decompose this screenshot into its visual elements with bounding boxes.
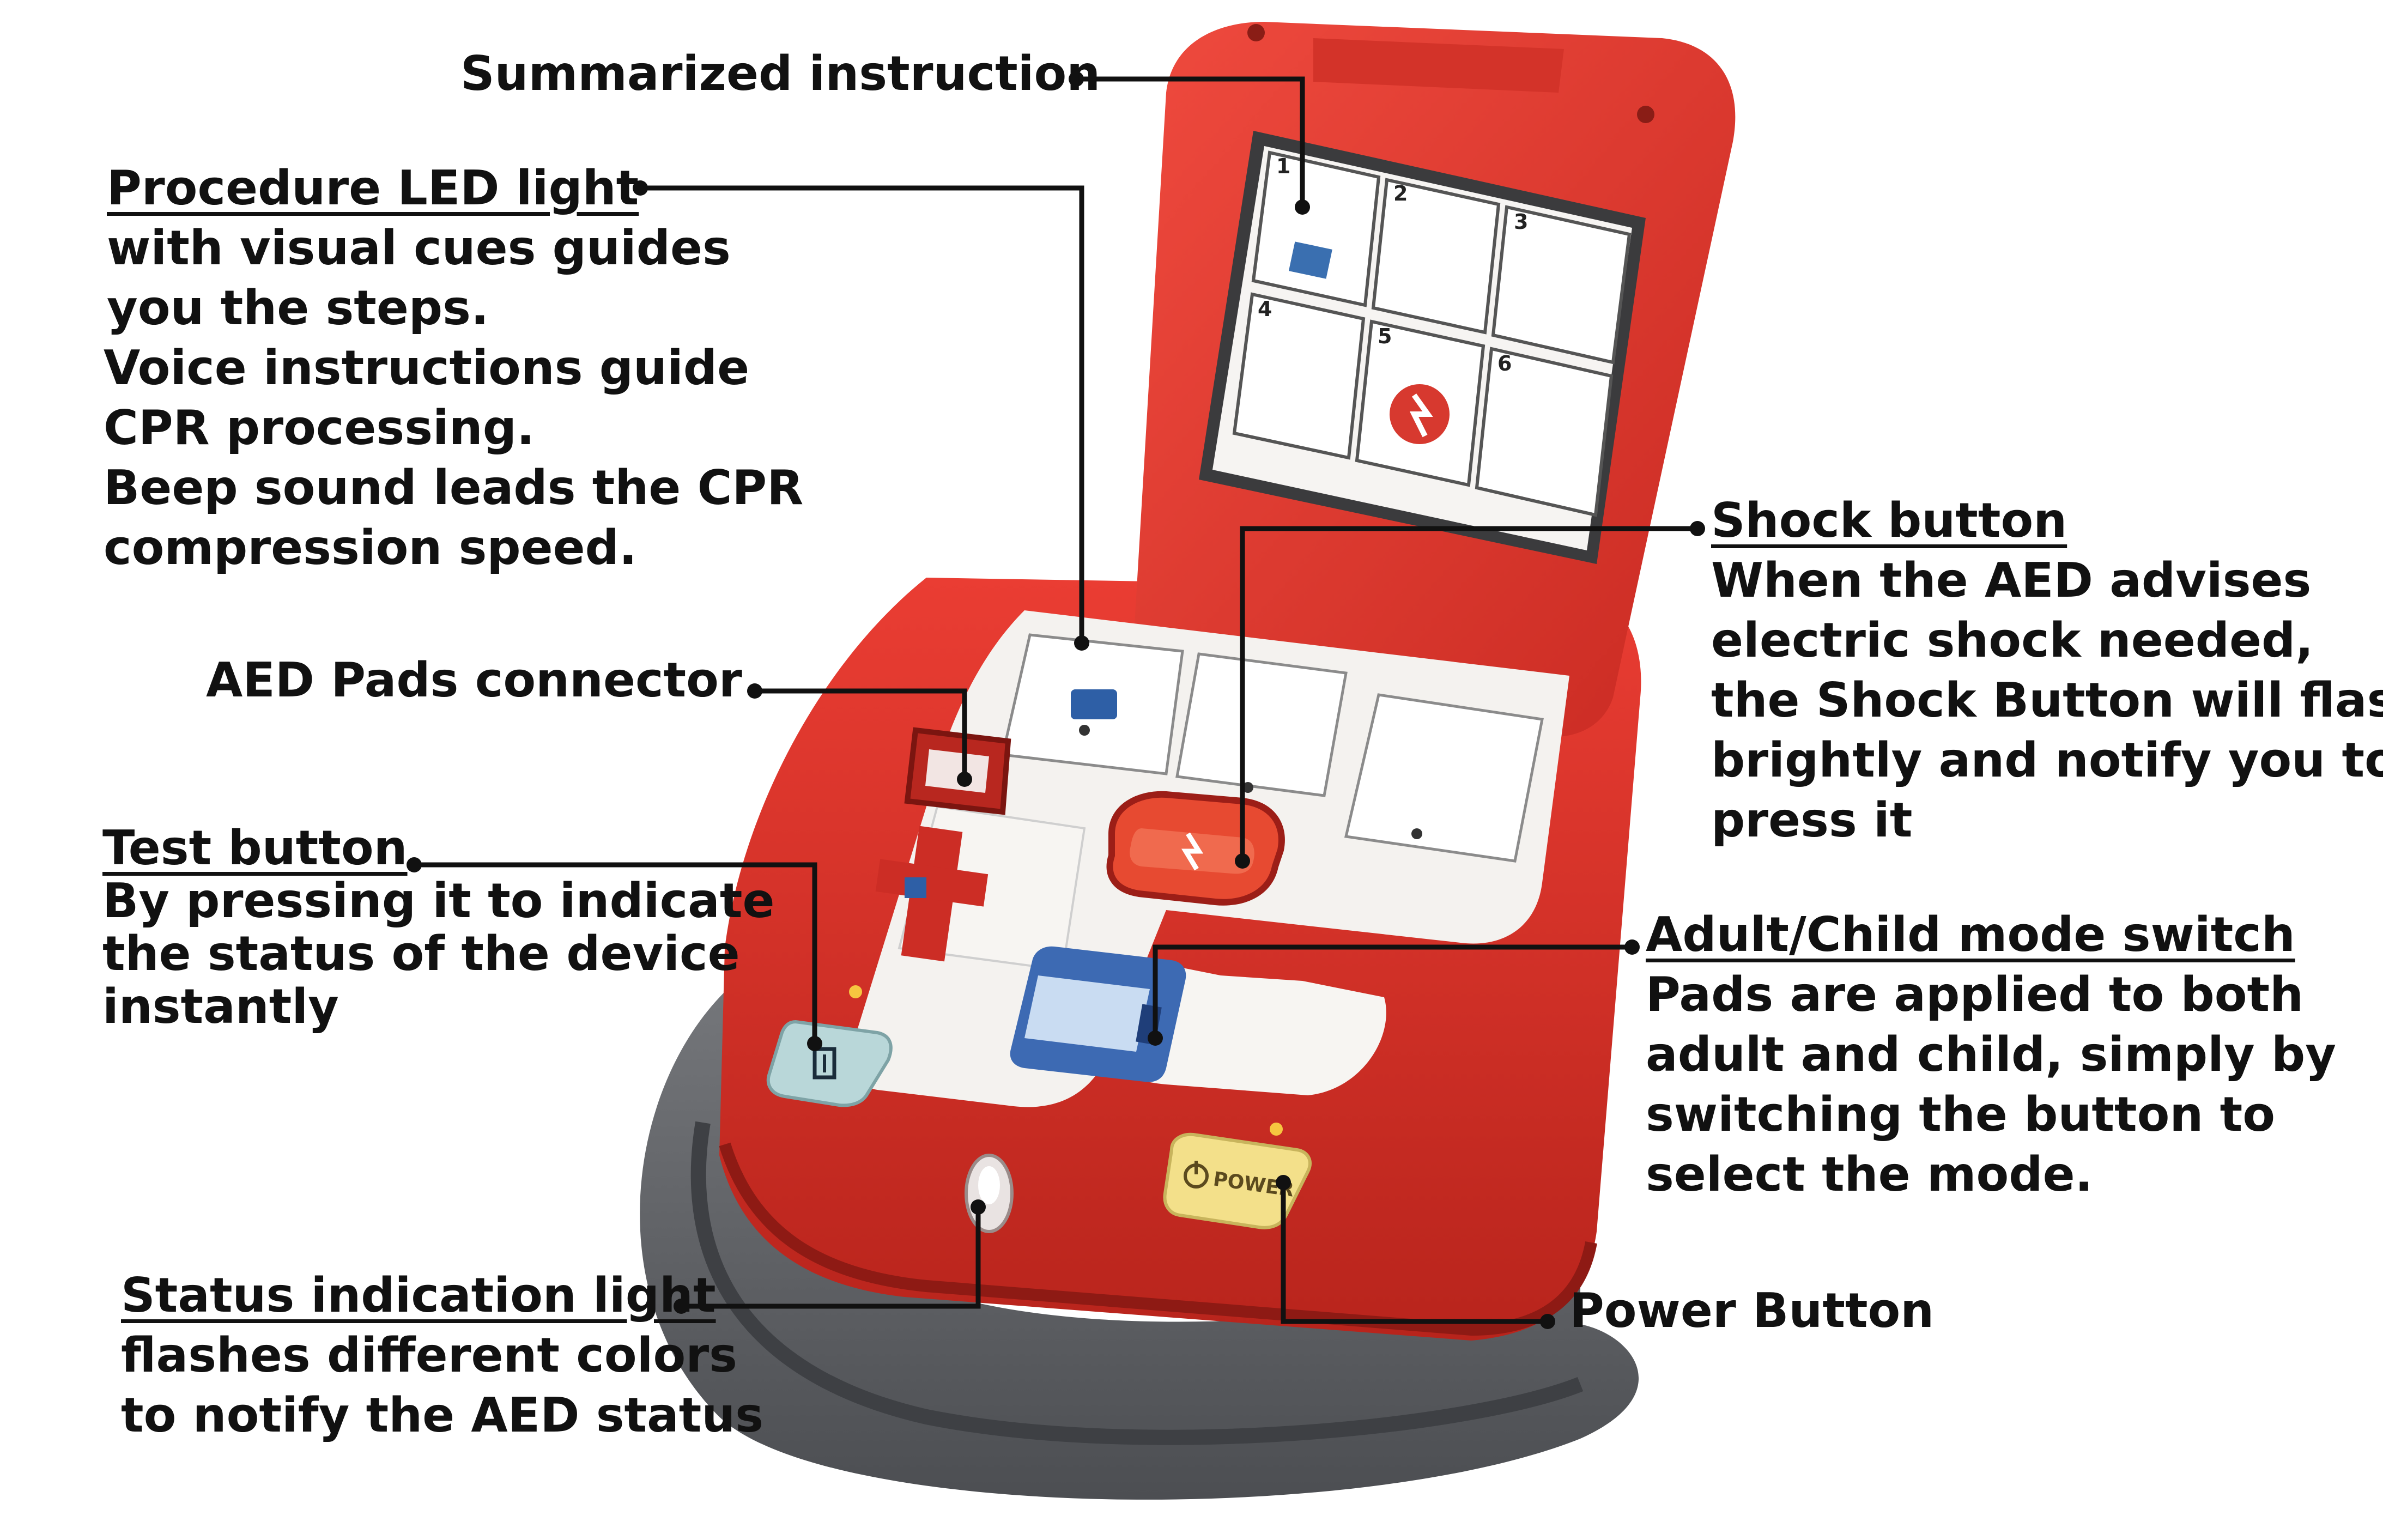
procedure-led-line-3: Voice instructions guide xyxy=(104,340,750,396)
procedure-led-line-4: CPR processing. xyxy=(104,400,535,456)
procedure-led-display xyxy=(1071,689,1117,719)
test-button-line-1: By pressing it to indicate xyxy=(102,873,775,929)
step-number-5: 5 xyxy=(1378,324,1392,348)
shock-button-line-5: press it xyxy=(1711,792,1913,848)
mode-switch-line-2: adult and child, simply by xyxy=(1646,1027,2336,1082)
step-panel-4 xyxy=(1232,292,1366,460)
shock-button-line-4: brightly and notify you to xyxy=(1711,732,2383,788)
procedure-led-line-1: with visual cues guides xyxy=(107,220,731,276)
callout-mode-switch: Adult/Child mode switch Pads are applied… xyxy=(1646,905,2336,1204)
step-number-3: 3 xyxy=(1514,210,1528,234)
status-light-line-1: flashes different colors xyxy=(121,1327,737,1383)
mode-switch-line-3: switching the button to xyxy=(1646,1087,2275,1142)
shock-button-title: Shock button xyxy=(1711,493,2067,548)
shock-button-line-2: electric shock needed, xyxy=(1711,613,2314,668)
summarized-instruction-title: Summarized instruction xyxy=(460,46,1101,101)
status-indication-light xyxy=(965,1154,1014,1233)
step-number-1: 1 xyxy=(1276,154,1290,178)
callout-pads-connector: AED Pads connector xyxy=(206,650,742,710)
callout-power-button: Power Button xyxy=(1569,1281,1934,1341)
callout-shock-button: Shock button When the AED advises electr… xyxy=(1711,490,2383,850)
step-number-4: 4 xyxy=(1258,297,1272,321)
callout-procedure-led: Procedure LED light with visual cues gui… xyxy=(104,158,803,578)
shock-button-line-3: the Shock Button will flash xyxy=(1711,672,2383,728)
step-number-2: 2 xyxy=(1393,181,1408,205)
callout-test-button: Test button By pressing it to indicate t… xyxy=(102,822,774,1033)
procedure-led-line-6: compression speed. xyxy=(104,520,637,575)
status-light-line-2: to notify the AED status xyxy=(121,1387,764,1443)
aed-pads-connector xyxy=(904,727,1011,815)
test-button-line-2: the status of the device xyxy=(102,926,740,981)
shock-button-line-1: When the AED advises xyxy=(1711,553,2312,608)
step-number-6: 6 xyxy=(1497,351,1512,375)
test-button-title: Test button xyxy=(102,820,408,876)
pads-connector-title: AED Pads connector xyxy=(206,652,742,708)
step-panel-2 xyxy=(1371,178,1501,335)
test-button-line-3: instantly xyxy=(102,979,339,1034)
callout-summarized-instruction: Summarized instruction xyxy=(460,44,1100,104)
adult-child-mode-switch[interactable] xyxy=(1010,946,1186,1082)
power-button[interactable]: POWER xyxy=(1163,1123,1312,1229)
step-panel-1 xyxy=(1251,150,1381,307)
status-light-title: Status indication light xyxy=(121,1268,716,1323)
mode-switch-line-4: select the mode. xyxy=(1646,1147,2093,1202)
led-step-panel-3 xyxy=(1344,693,1544,863)
procedure-led-line-2: you the steps. xyxy=(107,280,489,336)
step-panel-6 xyxy=(1475,347,1614,517)
led-step-panel-2 xyxy=(1175,652,1348,797)
mode-switch-line-1: Pads are applied to both xyxy=(1646,967,2304,1022)
step-panel-3 xyxy=(1491,205,1632,365)
procedure-led-title: Procedure LED light xyxy=(107,160,639,216)
callout-status-light: Status indication light flashes differen… xyxy=(121,1265,763,1445)
mode-switch-title: Adult/Child mode switch xyxy=(1646,907,2295,962)
procedure-led-line-5: Beep sound leads the CPR xyxy=(104,460,804,516)
shock-button[interactable] xyxy=(1106,791,1285,906)
summarized-instruction-card: 1 2 3 4 5 6 xyxy=(1199,131,1646,564)
power-button-title: Power Button xyxy=(1569,1283,1935,1338)
